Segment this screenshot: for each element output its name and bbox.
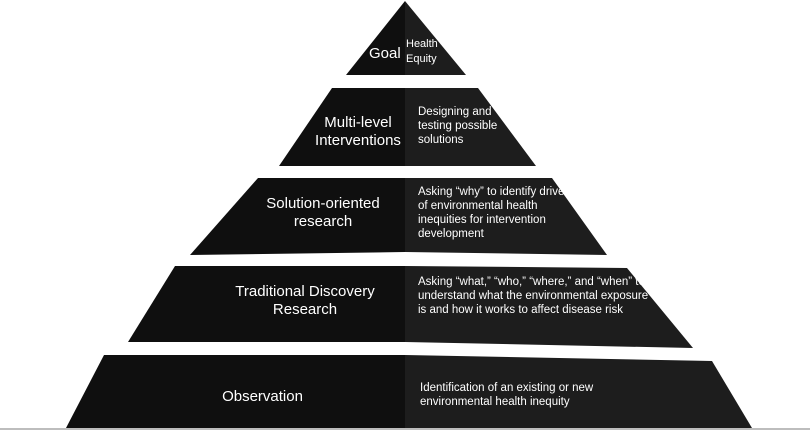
tier-solution-description: Asking “why” to identify drivers of envi… — [418, 186, 574, 241]
tier-observation-left-face — [66, 355, 405, 428]
tier-discovery-right-face — [405, 266, 693, 348]
tier-interventions-title: Multi-level Interventions — [315, 114, 401, 150]
ground-line — [0, 428, 810, 430]
tier-observation-right-face — [405, 355, 752, 428]
pyramid-tier-discovery — [128, 266, 693, 348]
pyramid-tier-solution — [190, 178, 607, 255]
tier-solution-right-face — [405, 178, 607, 255]
pyramid-tier-interventions — [279, 88, 536, 166]
tier-interventions-left-face — [279, 88, 405, 166]
tier-solution-left-face — [190, 178, 405, 255]
tier-observation-title: Observation — [222, 388, 303, 405]
tier-discovery-left-face — [128, 266, 405, 342]
tier-discovery-description: Asking “what,” “who,” “where,” and “when… — [418, 276, 649, 317]
tier-observation-description: Identification of an existing or new env… — [420, 382, 594, 409]
tier-goal-right-face — [405, 1, 466, 75]
tier-interventions-description: Designing and testing possible solutions — [418, 106, 498, 147]
pyramid-tier-observation — [66, 355, 752, 428]
tier-goal-left-face — [346, 1, 405, 75]
tier-interventions-right-face — [405, 88, 536, 166]
pyramid-tier-goal — [346, 1, 466, 75]
tier-goal-title: Goal — [369, 45, 401, 62]
tier-discovery-title: Traditional Discovery Research — [235, 283, 375, 319]
tier-goal-description: Health Equity — [406, 38, 438, 66]
tier-solution-title: Solution-oriented research — [266, 195, 380, 231]
